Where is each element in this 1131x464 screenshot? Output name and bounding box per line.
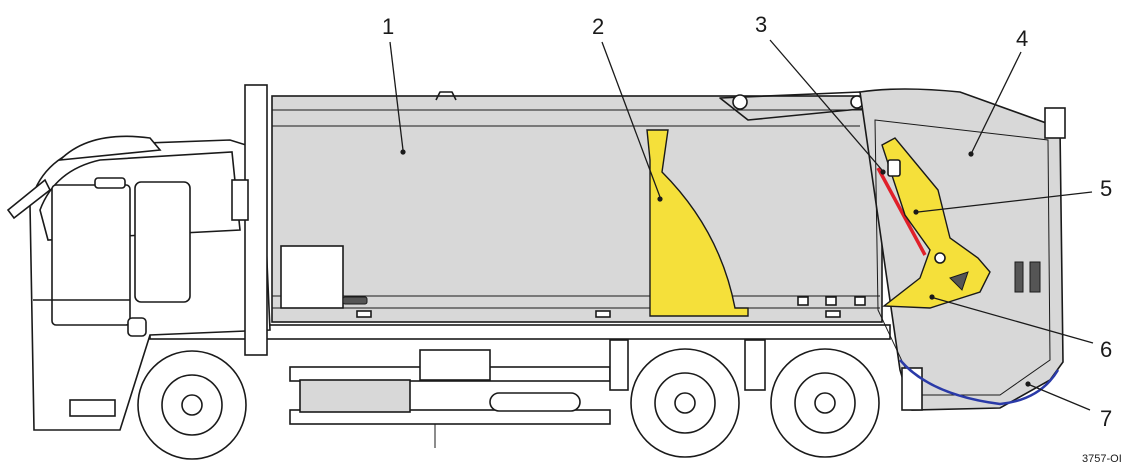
- rear-wheel-2: [770, 348, 880, 458]
- front-wheel: [137, 350, 247, 460]
- container-body: [271, 91, 883, 323]
- cab: [6, 84, 271, 431]
- reference-code: 3757-OI: [1082, 453, 1122, 464]
- callout-7: 7: [1100, 406, 1112, 431]
- chassis: [149, 324, 891, 448]
- hydraulic-hose-highlight: [899, 359, 1060, 406]
- seal-strip-highlight: [876, 167, 927, 256]
- ejector-plate-highlight: [646, 129, 749, 317]
- callout-1: 1: [382, 14, 394, 39]
- callout-4: 4: [1016, 26, 1028, 51]
- leader-lines: [389, 39, 1094, 411]
- compaction-plate-highlight: [881, 137, 991, 309]
- callout-2: 2: [592, 14, 604, 39]
- callout-6: 6: [1100, 337, 1112, 362]
- callout-5: 5: [1100, 176, 1112, 201]
- callout-3: 3: [755, 12, 767, 37]
- rear-wheel-1: [630, 348, 740, 458]
